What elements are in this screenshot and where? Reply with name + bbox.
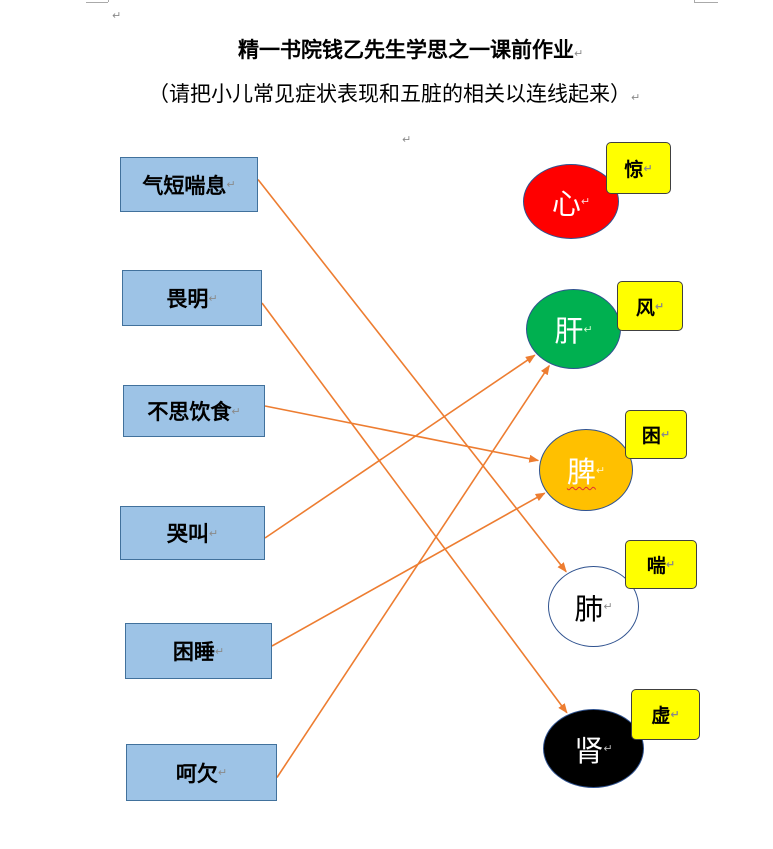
- organ-tag-lung: 喘↵: [625, 540, 697, 589]
- symptom-label: 哭叫: [166, 521, 209, 546]
- organ-circle-kidney[interactable]: 肾↵: [543, 709, 644, 788]
- organ-circle-liver[interactable]: 肝↵: [526, 289, 621, 369]
- organ-label: 心: [551, 186, 581, 221]
- symptom-label: 气短喘息: [142, 172, 227, 198]
- paragraph-mark: ↵: [660, 428, 671, 441]
- paragraph-mark: ↵: [603, 742, 613, 755]
- organ-tag-text: 虚: [651, 705, 671, 727]
- symptom-label: 呵欠: [175, 760, 218, 786]
- organ-tag-liver: 风↵: [617, 281, 683, 331]
- connection-line-s6-o2: [276, 364, 550, 778]
- paragraph-mark: ↵: [670, 708, 680, 721]
- paragraph-mark: ↵: [654, 299, 665, 313]
- organ-tag-text: 喘: [646, 555, 666, 577]
- organ-circle-lung[interactable]: 肺↵: [548, 566, 639, 647]
- organ-tag-text: 困: [641, 425, 661, 447]
- paragraph-mark: ↵: [580, 195, 591, 208]
- symptom-box-kunshui[interactable]: 困睡↵: [125, 623, 272, 679]
- organ-tag-spleen: 困↵: [625, 410, 687, 459]
- paragraph-mark: ↵: [583, 322, 593, 336]
- symptom-box-busiyinshi[interactable]: 不思饮食↵: [123, 385, 265, 437]
- connection-line-s1-o4: [257, 179, 567, 573]
- organ-tag-text: 惊: [624, 158, 644, 181]
- organ-tag-text: 风: [635, 296, 655, 319]
- organ-label: 脾: [566, 455, 596, 489]
- organ-circle-heart[interactable]: 心↵: [523, 164, 619, 239]
- paragraph-mark: ↵: [665, 558, 676, 571]
- page-corner-mark-right-vertical: [694, 0, 696, 2]
- connection-line-s4-o2: [264, 354, 536, 539]
- paragraph-mark: ↵: [208, 526, 219, 540]
- paragraph-mark: ↵: [643, 161, 653, 175]
- connection-line-s2-o5: [261, 302, 568, 714]
- paragraph-mark: ↵: [631, 91, 641, 104]
- symptom-box-hegian[interactable]: 呵欠↵: [126, 744, 277, 801]
- organ-label: 肺: [574, 591, 604, 626]
- paragraph-mark: ↵: [595, 463, 606, 477]
- paragraph-mark: ↵: [217, 766, 228, 779]
- paragraph-mark: ↵: [226, 178, 236, 191]
- organ-tag-heart: 惊↵: [606, 142, 671, 194]
- organ-label: 肝: [554, 314, 584, 348]
- organ-label: 肾: [574, 733, 604, 768]
- symptom-label: 困睡: [172, 639, 215, 664]
- symptom-label: 畏明: [166, 286, 209, 311]
- symptom-label: 不思饮食: [147, 399, 232, 424]
- page-corner-mark-left-vertical: [108, 0, 110, 2]
- organ-tag-kidney: 虚↵: [631, 689, 700, 740]
- document-title: 精一书院钱乙先生学思之一课前作业↵: [238, 34, 583, 64]
- page-corner-mark-right: [694, 0, 718, 3]
- paragraph-mark: ↵: [402, 133, 412, 146]
- connection-line-s5-o3: [271, 492, 546, 647]
- connection-line-s3-o3: [264, 405, 540, 463]
- paragraph-mark: ↵: [603, 600, 613, 613]
- organ-circle-spleen[interactable]: 脾↵: [539, 429, 633, 511]
- document-title-text: 精一书院钱乙先生学思之一课前作业: [238, 37, 574, 62]
- paragraph-mark: ↵: [208, 291, 218, 305]
- symptom-box-kujiao[interactable]: 哭叫↵: [120, 506, 265, 560]
- paragraph-mark: ↵: [231, 404, 241, 418]
- symptom-box-weiming[interactable]: 畏明↵: [122, 270, 262, 326]
- symptom-box-qiduanchuanxi[interactable]: 气短喘息↵: [120, 157, 258, 212]
- page-corner-mark-left: [86, 0, 108, 3]
- document-subtitle: （请把小儿常见症状表现和五脏的相关以连线起来）↵: [148, 78, 640, 108]
- paragraph-mark: ↵: [574, 47, 584, 60]
- paragraph-mark: ↵: [112, 9, 122, 22]
- paragraph-mark: ↵: [214, 644, 225, 658]
- document-subtitle-text: （请把小儿常见症状表现和五脏的相关以连线起来）: [148, 82, 631, 106]
